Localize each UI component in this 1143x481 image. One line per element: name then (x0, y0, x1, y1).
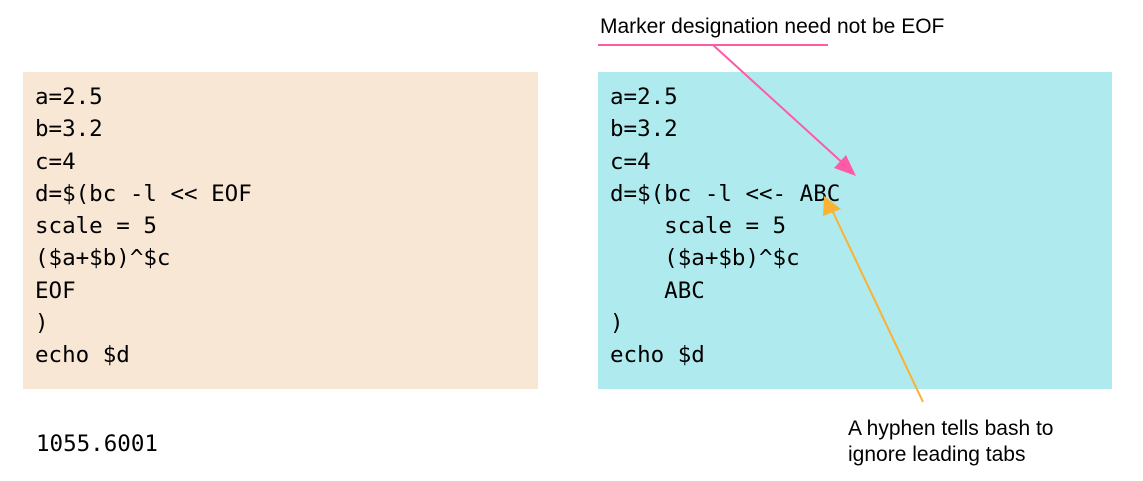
code-line: echo $d (610, 342, 705, 368)
code-line: c=4 (610, 149, 651, 175)
code-line: ) (35, 310, 49, 336)
code-line: echo $d (35, 342, 130, 368)
code-line: ABC (610, 278, 705, 304)
pink-arrow-shaft (712, 44, 847, 167)
code-line: scale = 5 (610, 213, 787, 239)
orange-arrowhead (823, 196, 841, 216)
code-line: c=4 (35, 149, 76, 175)
code-panel-right: a=2.5 b=3.2 c=4 d=$(bc -l <<- ABC scale … (598, 72, 1112, 389)
code-line: ) (610, 310, 624, 336)
annotation-marker-note: Marker designation need not be EOF (600, 15, 945, 38)
code-panel-left: a=2.5 b=3.2 c=4 d=$(bc -l << EOF scale =… (23, 72, 538, 389)
output-value: 1055.6001 (36, 431, 158, 457)
code-line: a=2.5 (35, 84, 103, 110)
code-line: b=3.2 (610, 116, 678, 142)
pink-arrowhead (834, 155, 856, 176)
code-line: ($a+$b)^$c (35, 245, 171, 271)
code-line: ($a+$b)^$c (610, 245, 800, 271)
code-line: EOF (35, 278, 76, 304)
code-line: d=$(bc -l << EOF (35, 181, 252, 207)
annotation-hyphen-note: A hyphen tells bash to ignore leading ta… (848, 417, 1054, 467)
code-line: d=$(bc -l <<- ABC (610, 181, 841, 207)
orange-arrow-shaft (831, 209, 924, 403)
code-line: scale = 5 (35, 213, 157, 239)
code-line: a=2.5 (610, 84, 678, 110)
code-line: b=3.2 (35, 116, 103, 142)
